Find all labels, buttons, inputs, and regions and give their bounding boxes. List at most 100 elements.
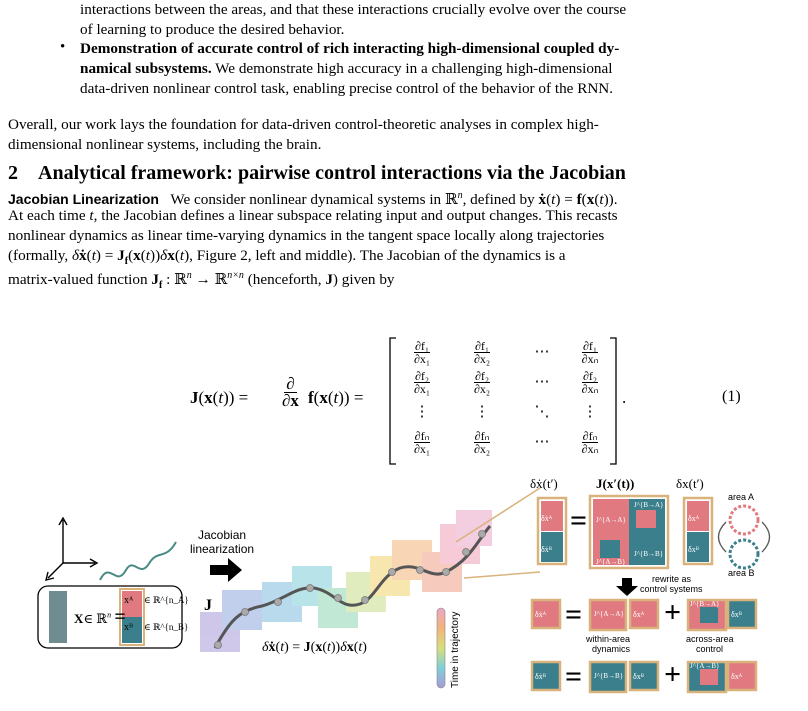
equation-1: J(x(t)) = ∂ ∂x f(x(t)) = ∂f₁∂x₁∂f₁∂x₂⋯∂f… [190,336,750,466]
matrix-entry-r3-c2: ⋮ [474,404,490,420]
within-label-2: dynamics [592,644,631,654]
section-number: 2 [8,162,18,184]
across-label-1: across-area [686,634,734,644]
top-JAA: J^{A→A} [596,516,626,524]
equation-f: f(x(t)) = [308,388,364,407]
para-text-1b: , defined by [462,191,539,209]
xb-label: xᴮ [124,622,133,633]
math-linearization: δẋ(t) = Jf(x(t))δx(t) [71,247,190,268]
figure-2: J [37,487,771,694]
para-text-4b: , Figure 2, left and middle). The Jacobi… [189,247,566,264]
matrix-entry-r2-c1: ∂f₂∂x₁ [413,369,431,396]
row2-dxA: δxᴬ [633,610,645,619]
para-text-2b: , the Jacobian defines a linear subspace… [93,207,618,224]
para-text-1c: . [613,191,618,209]
equation-number: (1) [722,388,741,405]
para-text-5c: ) given by [332,271,395,289]
matrix-entry-r3-c3: ⋱ [534,404,550,420]
math-Rn: ℝn [444,190,463,209]
bullet-continuation-line-1: interactions between the areas, and that… [80,1,627,18]
row2-plus-sign: + [664,596,682,629]
rewrite-label-1: rewrite as [652,574,692,584]
figure-labels: Jacobian linearization X∈ ℝn = xᴬ ∈ ℝ^{n… [0,470,808,711]
linearization-arrow-icon [210,558,242,582]
math-t: t [89,207,94,224]
J-label-text: J [204,597,212,614]
jacobian-matrix [389,337,617,465]
row2-dxB: δxᴮ [731,610,742,619]
row2-JBA: J^{B→A} [690,600,720,608]
matrix-entry-r2-c4: ∂f₂∂xₙ [581,369,599,396]
section-heading: 2 Analytical framework: pairwise control … [8,162,626,185]
matrix-entry-r1-c4: ∂f₁∂xₙ [581,339,599,366]
row3-JBB: J^{B→B} [594,672,624,680]
matrix-entry-r4-c3: ⋯ [534,434,550,450]
top-dxdot-label: δẋ(t′) [530,476,558,491]
row3-plus-sign: + [664,658,682,691]
bullet-line-3: data-driven nonlinear control task, enab… [80,80,614,97]
area-a-label: area A [728,492,755,502]
bullet-line-2: namical subsystems. We demonstrate high … [80,59,612,78]
zoom-line-top [455,487,541,543]
xb-space: ∈ ℝ^{n_B} [144,622,189,632]
axes-icon [45,516,99,581]
bullet-continuation-line-2: of learning to produce the desired behav… [80,21,345,38]
top-JAB: J^{A→B} [596,558,626,566]
top-dxA-dot: δẋᴬ [541,514,553,523]
row3-dxB: δxᴮ [633,672,644,681]
partial-denominator: ∂x [282,391,299,410]
matrix-entry-r3-c4: ⋮ [582,404,598,420]
para-text-1a: We consider nonlinear dynamical systems … [170,191,445,209]
row2-JAA: J^{A→A} [594,610,624,618]
state-decomposition-box [37,585,183,649]
matrix-entry-r1-c1: ∂f₁∂x₁ [413,339,431,366]
matrix-entry-r2-c3: ⋯ [534,374,550,390]
time-bar-label: Time in trajectory [450,611,461,689]
across-label-2: control [696,644,724,654]
matrix-entry-r4-c2: ∂fₙ∂x₂ [473,429,491,456]
top-dxB-dot: δẋᴮ [541,545,552,554]
bullet-bold-line-2: namical subsystems. [80,60,212,77]
xa-space: ∈ ℝ^{n_A} [144,595,189,605]
row3-JAB: J^{A→B} [690,662,720,670]
para-text-4a: (formally, [8,247,72,264]
time-bar [436,607,446,689]
tangent-squares [200,510,492,652]
top-dx-label: δx(t′) [676,476,704,491]
math-J: J [325,271,333,289]
matrix-entry-r4-c1: ∂fₙ∂x₁ [413,429,431,456]
section-title: Analytical framework: pairwise control i… [38,162,626,184]
row3-eq-sign: = [565,660,583,693]
equation-period: . [622,388,627,407]
top-eq-sign: = [570,504,588,537]
run-in-heading: Jacobian Linearization [8,191,159,208]
area-b-label: area B [728,568,755,578]
matrix-entry-r3-c1: ⋮ [414,404,430,420]
equation-partial-operator: ∂ ∂x [282,374,299,410]
jacobian-label-1: Jacobian [198,528,247,542]
rewrite-label-2: control systems [640,584,703,594]
trajectory-squiggle [99,541,177,581]
matrix-entry-r4-c4: ∂fₙ∂xₙ [581,429,599,456]
bullet-marker: • [60,39,66,55]
jacobian-label-2: linearization [190,542,255,556]
bullet-bold-line-1: Demonstration of accurate control of ric… [80,40,620,57]
overall-line-2: dimensional nonlinear systems, including… [8,136,322,153]
row3-dxA: δxᴬ [731,672,743,681]
bullet-rest-line-2: We demonstrate high accuracy in a challe… [211,60,613,77]
math-jacobian-type: Jf : ℝn → ℝn×n [151,270,244,292]
para-line-4: (formally, δẋ(t) = Jf(x(t))δx(t), Figure… [8,246,566,271]
top-dxA: δxᴬ [688,514,700,523]
row2-eq-sign: = [565,598,583,631]
xa-label: xᴬ [124,595,134,606]
matrix-entry-r1-c3: ⋯ [534,344,550,360]
top-dxB: δxᴮ [688,545,699,554]
top-JBA: J^{B→A} [634,501,664,509]
para-text-2a: At each time [8,207,90,224]
partial-numerator: ∂ [284,374,297,393]
para-line-3: nonlinear dynamics as linear time-varyin… [8,227,605,244]
para-line-2: At each time t, the Jacobian defines a l… [8,206,618,225]
linearization-equation: δẋ(t) = J(x(t))δx(t) [262,640,367,655]
within-label-1: within-area [586,634,631,644]
